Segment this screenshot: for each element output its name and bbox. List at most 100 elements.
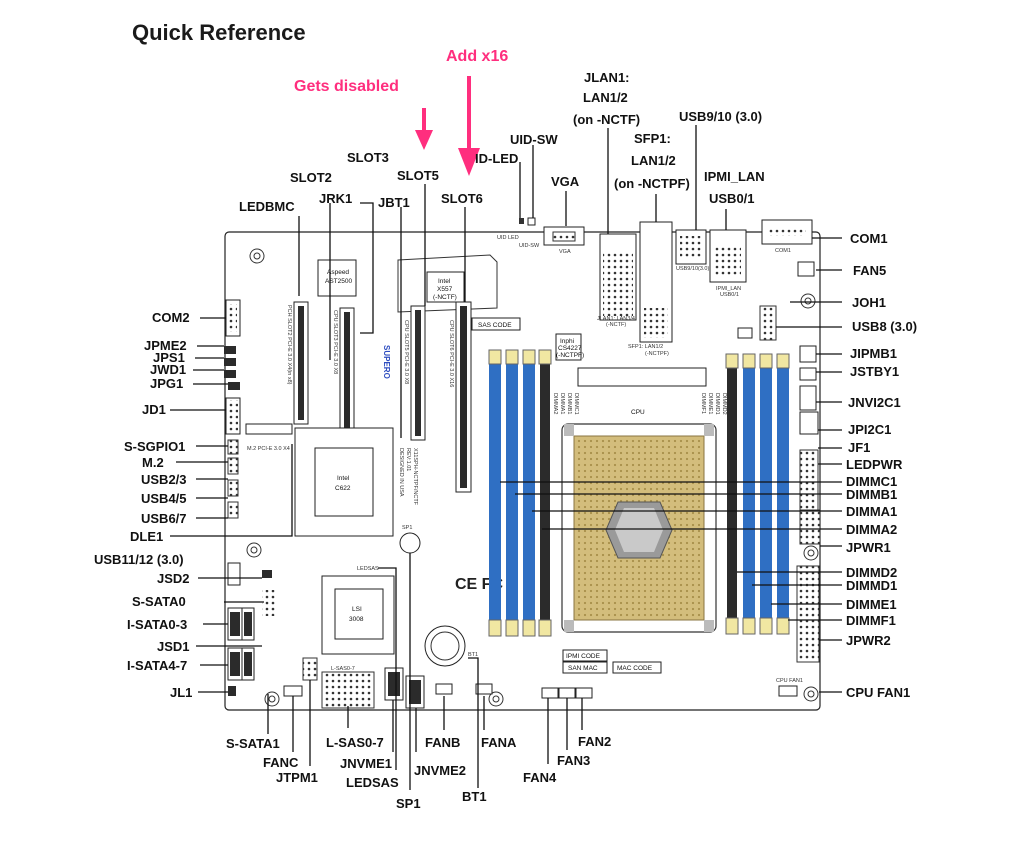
callout-slot6: SLOT6 <box>441 191 483 206</box>
callout-jsd2: JSD2 <box>157 571 190 586</box>
svg-text:LSI: LSI <box>352 606 362 613</box>
svg-text:DIMMD2: DIMMD2 <box>721 393 727 415</box>
callout-l-sas0-7: L-SAS0-7 <box>326 735 384 750</box>
gets-disabled-note: Gets disabled <box>294 78 399 95</box>
svg-text:CPU SLOT6 PCI-E 3.0 X16: CPU SLOT6 PCI-E 3.0 X16 <box>448 320 454 387</box>
callout-dimmd2: DIMMD2 <box>846 565 897 580</box>
svg-text:DESIGNED IN USA: DESIGNED IN USA <box>398 448 404 497</box>
svg-text:(-NCTF): (-NCTF) <box>433 294 457 301</box>
svg-text:C622: C622 <box>335 485 351 492</box>
vga-silk: VGA <box>559 249 571 255</box>
svg-text:Inphi: Inphi <box>560 338 574 345</box>
callout-dimmf1: DIMMF1 <box>846 613 896 628</box>
callout-jwd1: JWD1 <box>150 362 186 377</box>
callout-jpg1: JPG1 <box>150 376 183 391</box>
callout-fanb: FANB <box>425 735 460 750</box>
svg-text:SAS CODE: SAS CODE <box>478 322 512 329</box>
callout-s-sata0: S-SATA0 <box>132 594 186 609</box>
callout-jlan1-line3: (on -NCTF) <box>573 112 640 127</box>
svg-text:X11SPH-NCTPF/NCTF: X11SPH-NCTPF/NCTF <box>412 448 418 506</box>
callout-fana: FANA <box>481 735 517 750</box>
callout-fan2: FAN2 <box>578 734 611 749</box>
svg-text:REV:1.01: REV:1.01 <box>405 448 411 471</box>
svg-text:DIMME1: DIMME1 <box>707 393 713 414</box>
callout-uid-sw: UID-SW <box>510 132 558 147</box>
svg-text:PCH SLOT2 PCI-E 3.0 X4(in x8): PCH SLOT2 PCI-E 3.0 X4(in x8) <box>286 305 292 385</box>
inphi-chip <box>555 333 582 361</box>
callout-ledsas: LEDSAS <box>346 775 399 790</box>
callout-com1: COM1 <box>850 231 888 246</box>
uidled-silk: UID LED <box>497 235 519 241</box>
svg-text:DIMMB1: DIMMB1 <box>566 393 572 414</box>
svg-text:CPU SLOT5 PCI-E 3.0 X8: CPU SLOT5 PCI-E 3.0 X8 <box>403 320 409 384</box>
callout-joh1: JOH1 <box>852 295 886 310</box>
callout-ipmi-lan-line2: USB0/1 <box>709 191 755 206</box>
callout-fan4: FAN4 <box>523 770 557 785</box>
callout-usb8: USB8 (3.0) <box>852 319 917 334</box>
callout-ipmi-lan-line1: IPMI_LAN <box>704 169 765 184</box>
callout-jtpm1: JTPM1 <box>276 770 318 785</box>
svg-text:CPU FAN1: CPU FAN1 <box>776 678 803 684</box>
svg-text:AST2500: AST2500 <box>325 278 352 285</box>
callout-jpme2: JPME2 <box>144 338 187 353</box>
jlan-silk-a: JLAN1: LAN3/4 <box>597 316 635 322</box>
svg-text:Intel: Intel <box>337 475 350 482</box>
svg-text:MAC CODE: MAC CODE <box>617 665 653 672</box>
callout-m2: M.2 <box>142 455 164 470</box>
callout-usb45: USB4/5 <box>141 491 187 506</box>
svg-text:CPU SLOT3 PCI-E 3.0 X8: CPU SLOT3 PCI-E 3.0 X8 <box>332 310 338 374</box>
pcie-slots: PCH SLOT2 PCI-E 3.0 X4(in x8) CPU SLOT3 … <box>286 301 472 493</box>
callout-i-sata4-7: I-SATA4-7 <box>127 658 187 673</box>
svg-text:SAN MAC: SAN MAC <box>568 665 598 672</box>
callout-usb1112: USB11/12 (3.0) <box>94 552 184 567</box>
svg-text:DIMMA2: DIMMA2 <box>552 393 558 414</box>
callout-ledpwr: LEDPWR <box>846 457 903 472</box>
svg-text:M.2 PCI-E 3.0 X4: M.2 PCI-E 3.0 X4 <box>247 446 290 452</box>
callout-s-sata1: S-SATA1 <box>226 736 280 751</box>
svg-text:CS4227: CS4227 <box>558 345 582 352</box>
callout-jnvi2c1: JNVI2C1 <box>848 395 901 410</box>
left-headers <box>224 299 276 696</box>
callout-jipmb1: JIPMB1 <box>850 346 897 361</box>
svg-text:Aspeed: Aspeed <box>327 269 349 276</box>
callout-vga: VGA <box>551 174 580 189</box>
svg-text:SP1: SP1 <box>402 525 412 531</box>
dimm-group-left <box>488 349 552 637</box>
sfp-silk-b: (-NCTPF) <box>645 351 669 357</box>
callout-fanc: FANC <box>263 755 299 770</box>
callout-sfp1-line3: (on -NCTPF) <box>614 176 690 191</box>
callout-slot3: SLOT3 <box>347 150 389 165</box>
ipmi-silk-b: USB0/1 <box>720 292 739 298</box>
callout-dimmb1: DIMMB1 <box>846 487 897 502</box>
callout-sp1: SP1 <box>396 796 421 811</box>
usb910-silk: USB9/10(3.0) <box>676 266 709 272</box>
svg-text:DIMMF1: DIMMF1 <box>700 393 706 414</box>
svg-text:CPU: CPU <box>631 409 645 416</box>
callout-jbt1: JBT1 <box>378 195 410 210</box>
sas-code-box <box>471 317 521 331</box>
callout-jsd1: JSD1 <box>157 639 190 654</box>
callout-jlan1-line2: LAN1/2 <box>583 90 628 105</box>
callout-dle1: DLE1 <box>130 529 163 544</box>
callout-jf1: JF1 <box>848 440 870 455</box>
callout-dimmd1: DIMMD1 <box>846 578 897 593</box>
speaker <box>399 532 421 554</box>
callout-jstby1: JSTBY1 <box>850 364 899 379</box>
cpu-socket: CPU <box>561 367 717 633</box>
callout-cpu-fan1: CPU FAN1 <box>846 685 910 700</box>
callout-usb910: USB9/10 (3.0) <box>679 109 762 124</box>
callout-usb23: USB2/3 <box>141 472 187 487</box>
leader-lines <box>170 125 842 790</box>
supermicro-logo: SUPERO <box>382 345 391 379</box>
callout-bt1: BT1 <box>462 789 487 804</box>
ipmi-silk-a: IPMI_LAN <box>716 286 741 292</box>
x557-chip <box>426 271 465 303</box>
callout-jl1: JL1 <box>170 685 192 700</box>
callout-dimma1: DIMMA1 <box>846 504 897 519</box>
motherboard: VGA JLAN1: LAN3/4 (-NCTF) SFP1: LAN1/2 (… <box>224 217 821 711</box>
gets-disabled-arrow <box>415 108 433 150</box>
callout-jnvme1: JNVME1 <box>340 756 392 771</box>
callout-sfp1-line2: LAN1/2 <box>631 153 676 168</box>
rear-io: VGA JLAN1: LAN3/4 (-NCTF) SFP1: LAN1/2 (… <box>497 217 813 357</box>
